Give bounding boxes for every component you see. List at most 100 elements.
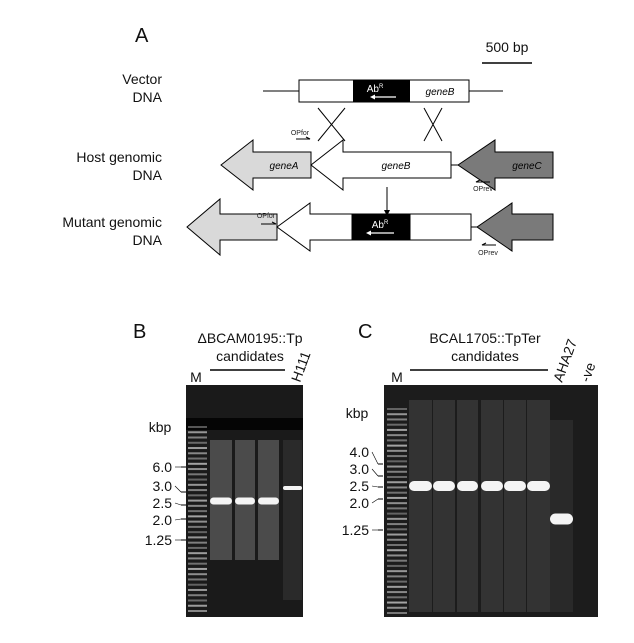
size-tick-label: 1.25 [145, 532, 172, 548]
ladder-band [387, 512, 407, 515]
ladder-band [188, 536, 207, 539]
size-tick-leader [174, 518, 182, 521]
ladder-band [188, 436, 207, 439]
ladder-band [387, 408, 407, 410]
ladder-band [188, 567, 207, 570]
gel-c [384, 385, 598, 617]
size-tick-label: 3.0 [350, 461, 370, 477]
pcr-band [235, 497, 255, 505]
lane-smear [504, 400, 526, 612]
ladder-band [387, 606, 407, 609]
size-tick-label: 3.0 [153, 478, 173, 494]
size-tick-label: 2.5 [350, 478, 370, 494]
ladder-band [188, 510, 207, 513]
ladder-band [387, 554, 407, 557]
panel-b-marker: M [190, 369, 202, 385]
size-tick-leader [371, 468, 379, 477]
ladder-band [188, 546, 207, 549]
ladder-band [188, 531, 207, 534]
panel-b-title-1: ΔBCAM0195::Tp [197, 330, 302, 346]
ladder-band [387, 591, 407, 594]
size-tick-leader [371, 498, 379, 504]
ladder-band [387, 491, 407, 494]
ladder-band [387, 528, 407, 531]
ladder-band [188, 468, 207, 471]
pcr-band [504, 481, 526, 491]
ladder-band [188, 462, 207, 465]
panel-c-negative: -ve [577, 360, 599, 384]
ladder-band [387, 559, 407, 562]
scale-bar-label: 500 bp [486, 39, 529, 55]
panel-b-letter: B [133, 321, 146, 343]
size-tick-label: 1.25 [342, 522, 369, 538]
ladder-band [387, 575, 407, 578]
panel-a-letter: A [135, 25, 149, 47]
ladder-band [387, 460, 407, 463]
ladder-band [188, 541, 207, 544]
panel-c-unit: kbp [346, 405, 369, 421]
ladder-band [188, 431, 207, 434]
ladder-band [188, 588, 207, 591]
pcr-band [409, 481, 432, 491]
ladder-band [387, 434, 407, 437]
ladder-band [188, 520, 207, 523]
panel-c-title-1: BCAL1705::TpTer [429, 330, 541, 346]
pcr-band [258, 497, 279, 505]
size-tick-label: 6.0 [153, 459, 173, 475]
vector-label-1: Vector [122, 71, 162, 87]
host-label-2: DNA [132, 167, 162, 183]
ladder-band [188, 525, 207, 528]
gene-b-label: geneB [382, 161, 411, 172]
ladder-band [387, 585, 407, 588]
resistance-label: AbR [367, 84, 384, 95]
ladder-band [387, 580, 407, 583]
pcr-band [481, 481, 503, 491]
mutant-genome [186, 197, 554, 257]
size-tick-leader [371, 485, 379, 488]
lane-smear [457, 400, 478, 612]
ladder-band [387, 481, 407, 484]
pcr-band [210, 497, 232, 505]
host-genome [220, 138, 554, 192]
size-tick-leader [174, 485, 182, 493]
ladder-band [387, 601, 407, 604]
size-tick-label: 2.5 [153, 495, 173, 511]
ladder-band [387, 596, 407, 599]
ladder-band [188, 473, 207, 476]
size-tick-label: 2.0 [153, 512, 173, 528]
gene-c-arrow [457, 139, 554, 191]
ladder-band [188, 452, 207, 455]
lane-smear [283, 440, 302, 600]
ladder-band [387, 418, 407, 421]
ladder-band [188, 483, 207, 486]
mutant-resistance-label: AbR [372, 220, 389, 231]
pcr-band [527, 481, 550, 491]
ladder-band [188, 489, 207, 492]
ladder-band [387, 502, 407, 505]
ladder-band [387, 455, 407, 458]
size-tick-label: 2.0 [350, 495, 370, 511]
size-tick-leader [371, 451, 379, 465]
ladder-band [387, 544, 407, 546]
ladder-band [387, 449, 407, 452]
ladder-band [387, 428, 407, 431]
ladder-band [188, 610, 207, 612]
ladder-band [387, 486, 407, 489]
ladder-band [188, 457, 207, 460]
ladder-band [188, 499, 207, 502]
ladder-band [188, 578, 207, 581]
panel-b-unit: kbp [149, 419, 172, 435]
ladder-band [387, 444, 407, 447]
mutant-label-1: Mutant genomic [62, 214, 162, 230]
panel-c-marker: M [391, 369, 403, 385]
panel-c-control: AHA27 [550, 337, 580, 384]
crossover-marks [317, 107, 443, 142]
size-tick-label: 4.0 [350, 444, 370, 460]
ladder-band [387, 496, 407, 499]
ladder-band [188, 504, 207, 507]
ladder-band [387, 564, 407, 567]
pcr-band [457, 481, 478, 491]
ladder-band [387, 470, 407, 473]
oprev-label-mutant: OPrev [478, 250, 498, 257]
